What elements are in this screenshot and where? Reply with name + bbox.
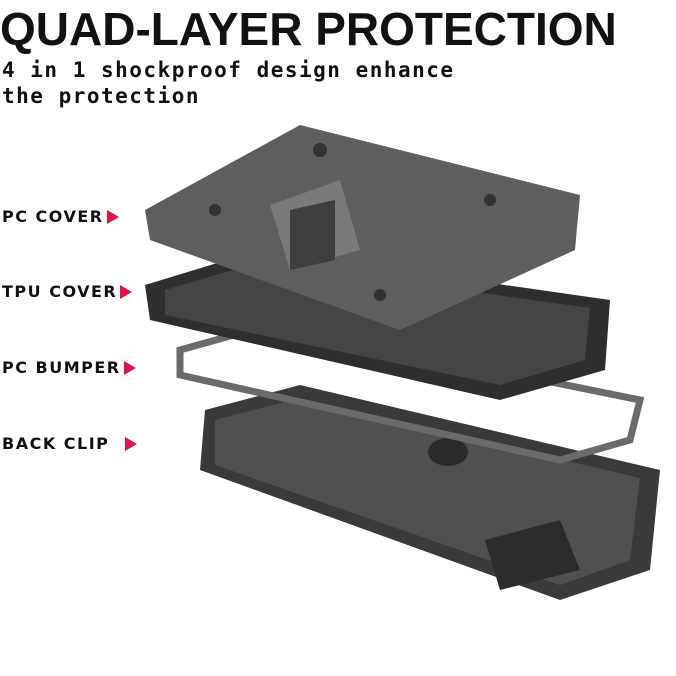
layer-label-text: PC COVER	[2, 207, 104, 226]
subtitle-line-1: 4 in 1 shockproof design enhance	[2, 58, 455, 82]
subtitle-line-2: the protection	[2, 84, 201, 108]
triangle-arrow-icon	[106, 209, 119, 224]
triangle-arrow-icon	[125, 436, 138, 451]
layer-label-pc-cover: PC COVER	[2, 207, 119, 226]
back-clip-image	[200, 385, 660, 600]
pc-cover-image	[145, 125, 580, 330]
triangle-arrow-icon	[123, 360, 136, 375]
layer-label-text: PC BUMPER	[2, 358, 121, 377]
headline: QUAD-LAYER PROTECTION	[0, 3, 617, 55]
triangle-arrow-icon	[120, 284, 133, 299]
layer-label-pc-bumper: PC BUMPER	[2, 358, 136, 377]
layer-label-tpu-cover: TPU COVER	[2, 282, 133, 301]
layer-label-back-clip: BACK CLIP	[2, 434, 138, 453]
layer-label-text: BACK CLIP	[2, 434, 110, 453]
tpu-cover-image	[145, 250, 610, 400]
layer-label-text: TPU COVER	[2, 282, 118, 301]
